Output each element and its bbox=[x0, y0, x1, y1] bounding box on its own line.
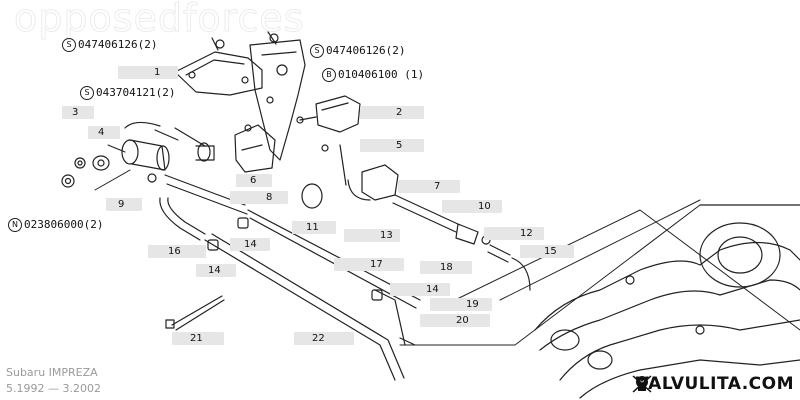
check-valve bbox=[174, 127, 215, 162]
solenoid-7 bbox=[321, 144, 399, 201]
callout-2: 2 bbox=[360, 106, 424, 119]
skull-icon bbox=[632, 375, 652, 393]
brand-watermark: VALVULITA.COM bbox=[635, 374, 794, 394]
years-caption: 5.1992 — 3.2002 bbox=[6, 382, 101, 395]
prefix-circle: S bbox=[62, 38, 76, 52]
callout-16: 16 bbox=[148, 245, 206, 258]
callout-18: 18 bbox=[420, 261, 472, 274]
clip-14b bbox=[207, 239, 219, 251]
callout-9: 9 bbox=[106, 198, 142, 211]
callout-14: 14 bbox=[230, 238, 270, 251]
prefix-circle: S bbox=[80, 86, 94, 100]
callout-8: 8 bbox=[230, 191, 288, 204]
callout-14: 14 bbox=[196, 264, 236, 277]
callout-13: 13 bbox=[344, 229, 400, 242]
prefix-circle: B bbox=[322, 68, 336, 82]
callout-19: 19 bbox=[430, 298, 492, 311]
callout-11: 11 bbox=[292, 221, 336, 234]
valve-9 bbox=[121, 121, 179, 183]
upper-bracket bbox=[211, 31, 306, 161]
callout-21: 21 bbox=[172, 332, 224, 345]
callout-20: 20 bbox=[420, 314, 490, 327]
nut-3 bbox=[74, 157, 86, 169]
leader-lines bbox=[94, 144, 800, 346]
nut-lower bbox=[61, 174, 75, 188]
gasket-11 bbox=[301, 183, 323, 209]
callout-17: 17 bbox=[334, 258, 404, 271]
hose-22 bbox=[204, 233, 405, 381]
hose-19-20 bbox=[374, 289, 416, 346]
callout-10: 10 bbox=[442, 200, 502, 213]
callout-22: 22 bbox=[294, 332, 354, 345]
clip-14a bbox=[237, 217, 249, 229]
callout-3: 3 bbox=[62, 106, 94, 119]
callout-14: 14 bbox=[390, 283, 450, 296]
solenoid-valve-2 bbox=[296, 95, 361, 133]
clip-14c bbox=[371, 289, 383, 301]
callout-5: 5 bbox=[360, 139, 424, 152]
callout-15: 15 bbox=[520, 245, 574, 258]
model-caption: Subaru IMPREZA bbox=[6, 366, 98, 379]
prefix-circle: N bbox=[8, 218, 22, 232]
strap-21 bbox=[165, 295, 225, 331]
callout-12: 12 bbox=[484, 227, 544, 240]
hose-16 bbox=[159, 197, 206, 241]
hose-10 bbox=[392, 194, 461, 233]
callout-4: 4 bbox=[88, 126, 120, 139]
hose-15 bbox=[487, 244, 531, 291]
bracket-plate bbox=[174, 51, 263, 96]
callout-1: 1 bbox=[118, 66, 178, 79]
callout-7: 7 bbox=[398, 180, 460, 193]
callout-6: 6 bbox=[236, 174, 272, 187]
turbo-manifold bbox=[534, 204, 800, 399]
watermark: opposedforces bbox=[14, 0, 305, 41]
grommet-4 bbox=[92, 155, 110, 171]
prefix-circle: S bbox=[310, 44, 324, 58]
valve-6 bbox=[234, 124, 276, 173]
